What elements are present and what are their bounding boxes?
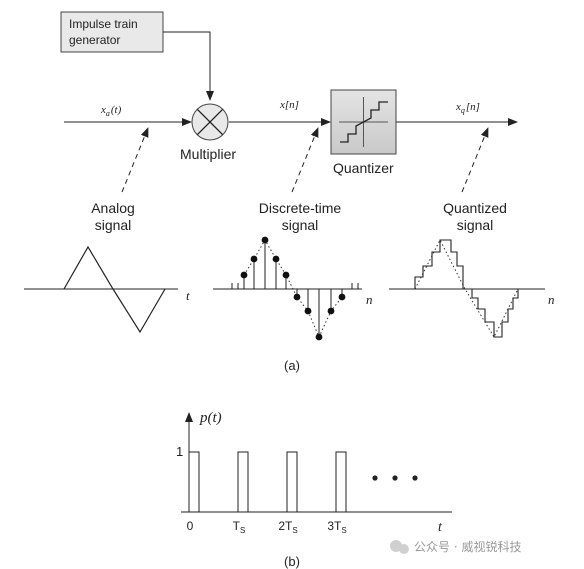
sample-dot-3: [272, 255, 280, 263]
analog-triangle-wave: [63, 245, 166, 334]
tick-label-ts: TS: [233, 519, 246, 535]
discrete-axis-n-label: n: [366, 292, 373, 307]
pulse-bar-0: [188, 451, 200, 513]
watermark-text: 公众号 · 威视锐科技: [414, 539, 521, 554]
watermark: 公众号 · 威视锐科技: [390, 539, 521, 554]
quantized-caption-line1: Quantized: [443, 200, 507, 216]
analog-caption-pointer: [121, 127, 149, 193]
pulse-train-chart: [181, 412, 452, 513]
multiplier-label: Multiplier: [180, 146, 236, 162]
pulse-bar-1: [237, 451, 249, 513]
generator-label-line1: Impulse train: [69, 17, 138, 31]
subfigure-a-label: (a): [284, 358, 300, 373]
quantized-plot: [389, 238, 545, 339]
analog-waveform-plot: [24, 245, 178, 334]
sample-dot-9: [338, 293, 346, 301]
impulse-train-generator-block: Impulse train generator: [60, 11, 164, 53]
y-tick-1: 1: [176, 444, 183, 459]
multiplier-symbol: [191, 103, 229, 141]
continuation-dots: [372, 475, 418, 481]
subfigure-b-label: (b): [284, 554, 300, 569]
quantizer-block: [330, 89, 397, 155]
pulse-bar-2: [286, 451, 298, 513]
chart-ylabel: p(t): [199, 410, 222, 426]
analog-input-signal-label: xa(t): [100, 104, 122, 118]
discrete-caption-line1: Discrete-time: [259, 200, 342, 216]
pulse-bar-3: [335, 451, 347, 513]
analog-axis-t-label: t: [186, 288, 190, 303]
quantized-caption-pointer: [461, 127, 489, 193]
tick-label-2ts: 2TS: [278, 519, 297, 535]
analog-caption-line2: signal: [95, 217, 132, 233]
quantized-output-signal-label: xq[n]: [455, 101, 480, 115]
discrete-signal-label: x[n]: [279, 99, 299, 111]
analog-caption-line1: Analog: [91, 200, 135, 216]
sample-dot-2: [261, 236, 269, 244]
generator-to-multiplier-arrow: [163, 31, 214, 101]
sample-dot-7: [315, 333, 323, 341]
tick-label-0: 0: [187, 519, 194, 533]
chart-xlabel: t: [438, 520, 443, 535]
quantized-axis-n-label: n: [548, 292, 555, 307]
quantizer-label: Quantizer: [333, 160, 394, 176]
generator-label-line2: generator: [69, 33, 120, 47]
discrete-caption-pointer: [291, 127, 319, 193]
discrete-time-plot: [213, 236, 362, 341]
sample-dot-8: [327, 307, 335, 315]
discrete-caption-line2: signal: [282, 217, 319, 233]
sample-dot-5: [293, 293, 301, 301]
sample-dot-4: [282, 271, 290, 279]
tick-label-3ts: 3TS: [327, 519, 346, 535]
quantized-staircase: [414, 239, 519, 338]
sample-dot-6: [304, 307, 312, 315]
sample-dot-0: [240, 271, 248, 279]
quantized-caption-line2: signal: [457, 217, 494, 233]
sample-dot-1: [250, 255, 258, 263]
